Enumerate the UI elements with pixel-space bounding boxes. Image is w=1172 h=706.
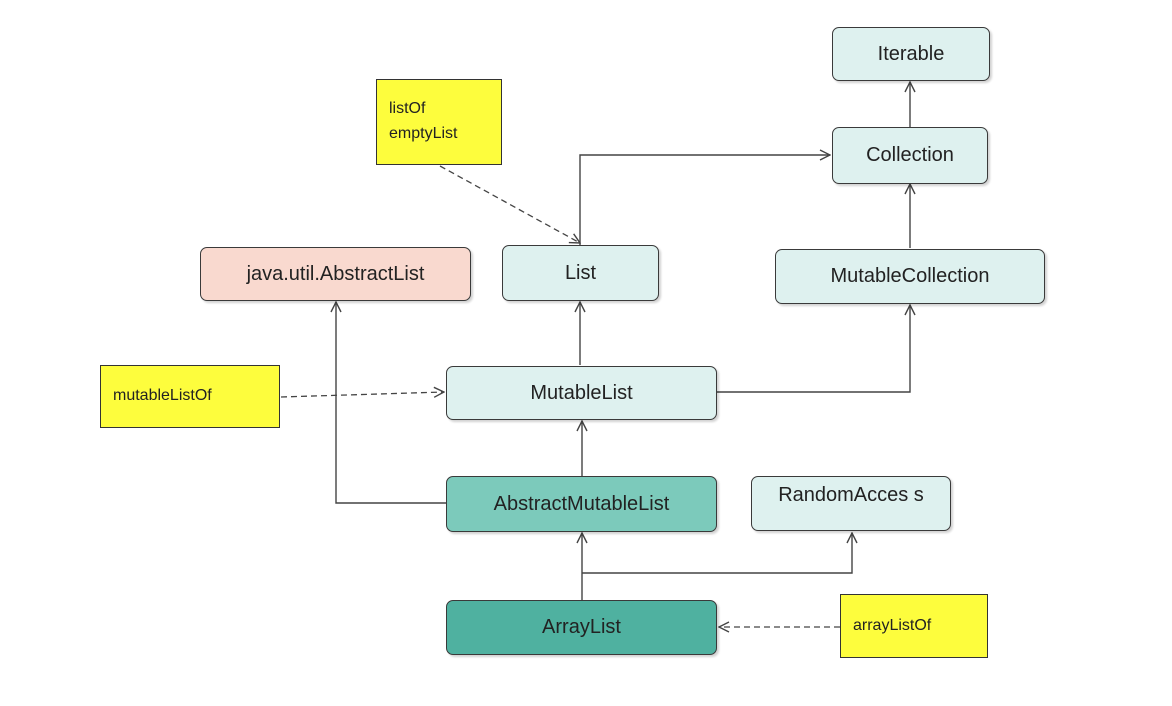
mutable-collection-node: MutableCollection [775,249,1045,304]
edge-mutablelistof-mutablelist [280,392,444,397]
edge-arraylist-randomaccess [582,533,852,574]
edge-listof-list [439,165,580,243]
abstract-list-node: java.util.AbstractList [200,247,471,301]
random-access-node: RandomAcces s [751,476,951,531]
array-list-of-note: arrayListOf [840,594,988,658]
edge-abstractmutablelist-abstractlist [336,302,446,504]
mutable-list-node: MutableList [446,366,717,420]
edge-mutablelist-mutablecollection [717,305,910,393]
iterable-node: Iterable [832,27,990,81]
collection-node: Collection [832,127,988,184]
edge-list-collection [579,155,830,245]
list-of-note: listOf emptyList [376,79,502,165]
mutable-list-of-note: mutableListOf [100,365,280,428]
abstract-mutable-list-node: AbstractMutableList [446,476,717,532]
array-list-node: ArrayList [446,600,717,655]
list-node: List [502,245,659,301]
